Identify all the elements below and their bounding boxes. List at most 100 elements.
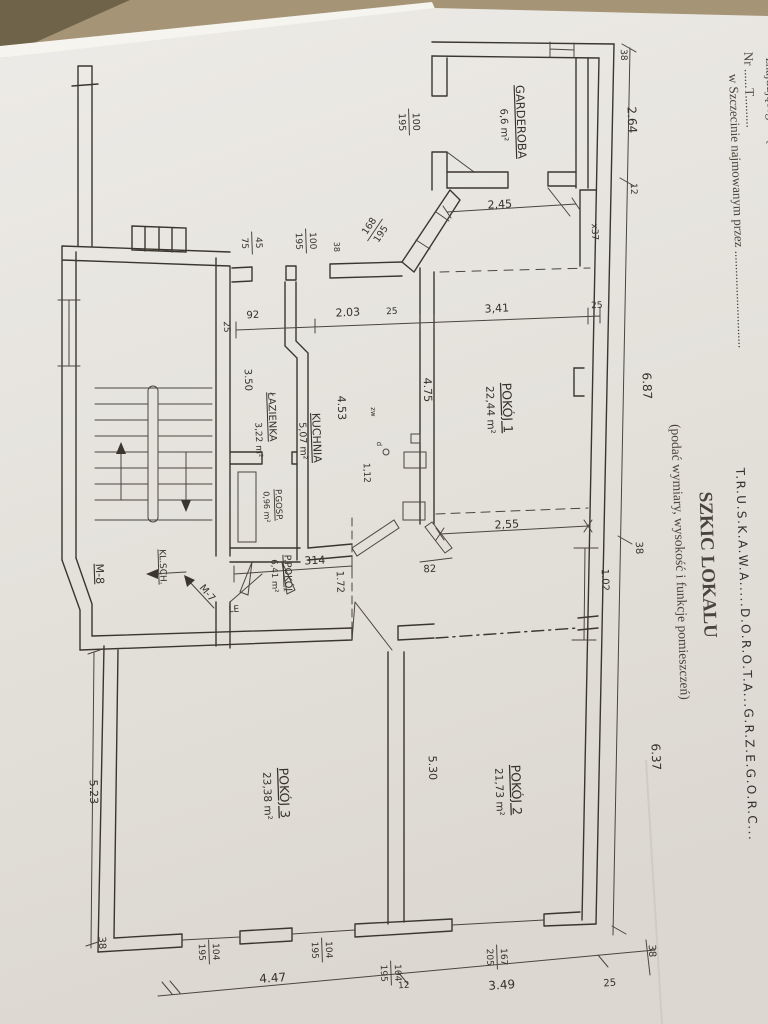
diagonal-door-ticks bbox=[415, 211, 450, 250]
room-area-pokoj3: 23,38 m² bbox=[260, 772, 274, 820]
fraction-104-195-a: 104 195 bbox=[196, 939, 221, 965]
dim-350: 3.50 bbox=[242, 369, 254, 392]
table-shadow-corner bbox=[0, 0, 130, 54]
stair-arrow-up-head bbox=[116, 442, 126, 454]
dim-255: 2,55 bbox=[494, 517, 519, 531]
dim-38a: 38 bbox=[633, 541, 644, 554]
dim-38b: 38 bbox=[646, 944, 657, 957]
dim-25a: 25 bbox=[603, 978, 616, 990]
wall-garderoba-left bbox=[431, 55, 448, 191]
fraction-100-195-hall: 100 195 bbox=[293, 228, 318, 254]
dim-25c: 25 bbox=[591, 301, 603, 312]
room-label-ppokoj: P.POKÓJ bbox=[281, 554, 294, 591]
chimney-bump bbox=[131, 225, 187, 253]
wall-p2-p3-divider bbox=[387, 651, 405, 925]
form-line0: znajdującego się ............. bbox=[763, 58, 768, 190]
svg-text:195: 195 bbox=[309, 942, 320, 960]
dim-25b: 25 bbox=[386, 307, 398, 318]
room-label-pokoj1: POKÓJ 1 bbox=[499, 382, 516, 433]
dim-25f: 25 bbox=[221, 321, 231, 333]
svg-text:45: 45 bbox=[253, 237, 263, 249]
dashdot-pokoj2-top bbox=[435, 627, 579, 639]
garderoba-window bbox=[549, 41, 575, 59]
dim-38c: 38 bbox=[618, 49, 628, 61]
svg-text:205: 205 bbox=[484, 949, 495, 967]
mark-zw: zw bbox=[369, 407, 377, 417]
wall-diagonal bbox=[401, 189, 461, 273]
fraction-104-195-b: 104 195 bbox=[309, 937, 334, 963]
paper-crease bbox=[645, 759, 663, 1024]
wall-hall-bay bbox=[61, 557, 93, 651]
label-klatka-schodowa: KL.SCH. bbox=[156, 549, 167, 585]
garderoba-door-leaf bbox=[446, 151, 475, 173]
room-label-kuchnia: KUCHNIA bbox=[309, 413, 324, 464]
stairwell-door-leaf bbox=[229, 573, 263, 603]
dimension-chains bbox=[85, 43, 656, 997]
label-m8: M-8 bbox=[93, 563, 107, 584]
m7-arrow bbox=[187, 579, 215, 609]
wall-garderoba-bottom bbox=[446, 171, 577, 189]
wall-garderoba-right-inner bbox=[575, 57, 597, 267]
svg-text:167: 167 bbox=[498, 948, 509, 966]
dim-245: 2,45 bbox=[487, 197, 512, 211]
garderoba-bottom-door-leaf bbox=[547, 187, 571, 217]
fraction-45-75: 45 75 bbox=[239, 231, 263, 255]
dim-687: 6.87 bbox=[640, 372, 655, 399]
room-area-garderoba: 6,6 m² bbox=[497, 108, 509, 141]
corridor-right-window bbox=[571, 547, 599, 641]
stair-arrow-down-head bbox=[181, 500, 191, 512]
dim-38w: 38 bbox=[332, 242, 341, 252]
fraction-167-205: 167 205 bbox=[484, 944, 509, 970]
form-title: SZKIC LOKALU bbox=[694, 491, 720, 638]
dash-top-pokoj1 bbox=[439, 267, 591, 273]
room-area-pokoj1: 22,44 m² bbox=[483, 386, 497, 434]
svg-text:75: 75 bbox=[239, 237, 249, 249]
dim-12b: 12 bbox=[398, 981, 410, 992]
svg-text:195: 195 bbox=[293, 233, 304, 251]
wall-pgosp-bottom bbox=[229, 547, 301, 563]
wall-stairwell bbox=[61, 245, 231, 649]
room-area-ppokoj: 6,41 m² bbox=[268, 559, 279, 593]
wall-stub-topleft bbox=[71, 65, 99, 247]
fraction-104-195-c: 104 195 bbox=[378, 960, 402, 986]
wall-top-interior bbox=[231, 261, 403, 283]
svg-text:100: 100 bbox=[307, 232, 318, 250]
room-label-lazienka: ŁAZIENKA bbox=[265, 391, 278, 442]
stairs bbox=[94, 385, 213, 523]
dim-475: 4.75 bbox=[421, 377, 435, 402]
form-line1: Nr ......T.......... bbox=[741, 52, 759, 128]
klatka-arrow-head bbox=[146, 569, 158, 579]
room-area-pgosp: 0,96 m² bbox=[261, 491, 271, 523]
room-area-pokoj2: 21,73 m² bbox=[492, 768, 506, 816]
dim-453: 4.53 bbox=[335, 395, 349, 420]
room-label-garderoba: GARDEROBA bbox=[513, 85, 530, 159]
dim-112: 1,12 bbox=[361, 463, 372, 483]
room-area-lazienka: 3,22 m² bbox=[252, 422, 263, 458]
room-label-pokoj3: POKÓJ 3 bbox=[276, 767, 293, 818]
dim-203: 2.03 bbox=[335, 305, 360, 319]
svg-text:104: 104 bbox=[323, 941, 334, 959]
svg-text:195: 195 bbox=[396, 113, 408, 132]
junction-door-leaves bbox=[351, 519, 453, 557]
wall-bath-right bbox=[284, 281, 309, 561]
under-sheet-edge bbox=[0, 2, 436, 58]
wall-outer-right bbox=[431, 41, 615, 925]
dim-314: 314 bbox=[304, 553, 326, 567]
plan-linework bbox=[57, 41, 656, 997]
svg-text:104: 104 bbox=[210, 943, 221, 961]
paper-sheet bbox=[0, 8, 768, 1024]
dim-264: 2.64 bbox=[625, 106, 640, 133]
dim-637: 6.37 bbox=[649, 743, 664, 770]
wall-kitchen-bottom bbox=[307, 543, 353, 561]
pokoj1-pilaster bbox=[573, 367, 585, 397]
stair-stringer bbox=[147, 385, 159, 523]
mark-le: LE bbox=[228, 605, 240, 616]
dim-530: 5.30 bbox=[426, 755, 440, 780]
dim-172: 1.72 bbox=[334, 571, 346, 594]
dim-341: 3,41 bbox=[484, 301, 509, 315]
m7-arrow-head bbox=[184, 575, 195, 587]
dim-12a: 12 bbox=[628, 183, 638, 195]
svg-text:100: 100 bbox=[410, 113, 422, 132]
